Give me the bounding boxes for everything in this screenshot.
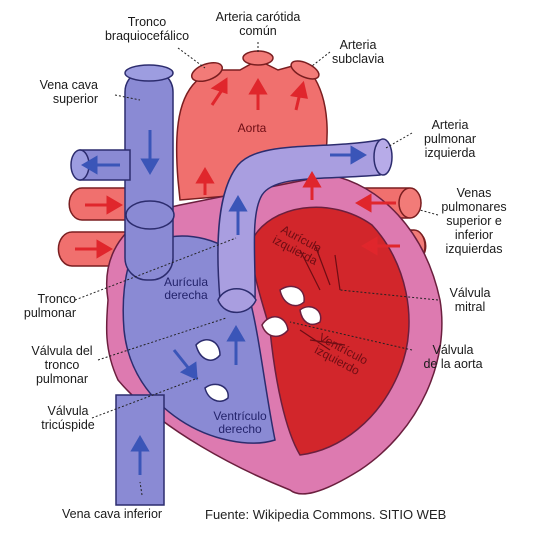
label-auricula-derecha: Aurícula derecha bbox=[148, 276, 224, 302]
label-vena-cava-superior: Vena cava superior bbox=[6, 78, 98, 106]
label-valvula-tricuspide: Válvula tricúspide bbox=[28, 404, 108, 432]
label-ventriculo-derecho: Ventrículo derecho bbox=[200, 410, 280, 436]
label-venas-pulmonares: Venas pulmonares superior e inferior izq… bbox=[424, 186, 524, 256]
label-tronco-braquiocefalico: Tronco braquiocefálico bbox=[92, 15, 202, 43]
label-arteria-subclavia: Arteria subclavia bbox=[318, 38, 398, 66]
label-vena-cava-inferior: Vena cava inferior bbox=[62, 507, 202, 521]
label-valvula-tronco-pulmonar: Válvula del tronco pulmonar bbox=[22, 344, 102, 386]
label-valvula-mitral: Válvula mitral bbox=[430, 286, 510, 314]
label-valvula-aorta: Válvula de la aorta bbox=[408, 343, 498, 371]
source-caption: Fuente: Wikipedia Commons. SITIO WEB bbox=[205, 507, 446, 522]
label-arteria-pulmonar-izquierda: Arteria pulmonar izquierda bbox=[410, 118, 490, 160]
label-aorta: Aorta bbox=[232, 122, 272, 135]
label-arteria-carotida: Arteria carótida común bbox=[198, 10, 318, 38]
label-tronco-pulmonar: Tronco pulmonar bbox=[6, 292, 76, 320]
